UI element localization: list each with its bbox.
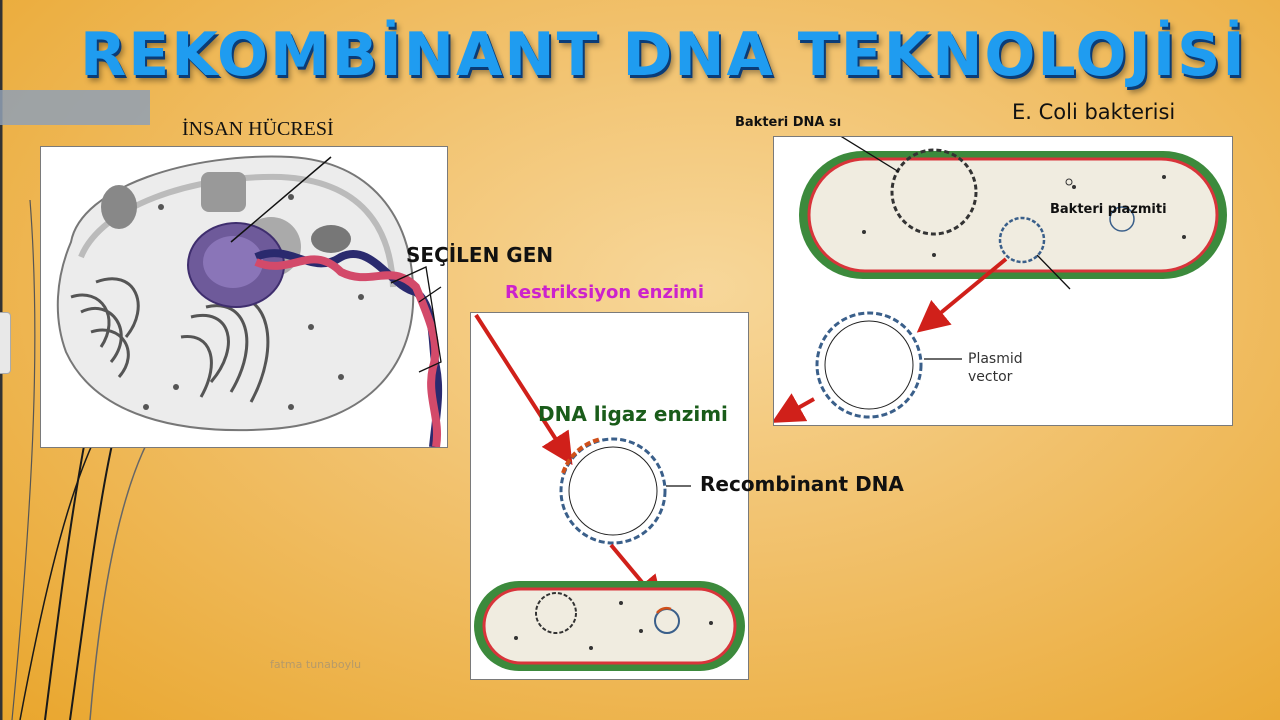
plasmid-vector-label-1: Plasmid	[968, 351, 1023, 367]
ligase-enzyme-label: DNA ligaz enzimi	[538, 402, 728, 426]
author-watermark: fatma tunaboylu	[270, 658, 362, 671]
bacterial-plasmid-label: Bakteri plazmiti	[1050, 202, 1167, 217]
bacterium-icon	[474, 581, 745, 671]
plasmid-vector-label-2: vector	[968, 369, 1013, 385]
recombinant-process-illustration	[474, 313, 745, 671]
ecoli-panel	[773, 136, 1233, 426]
restriction-enzyme-label: Restriksiyon enzimi	[505, 282, 705, 303]
plasmid-ring-icon	[559, 437, 667, 545]
human-cell-illustration	[56, 155, 443, 447]
recombinant-panel	[470, 312, 749, 680]
side-panel-handle[interactable]	[0, 312, 11, 374]
slide-title: REKOMBİNANT DNA TEKNOLOJİSİ	[80, 20, 1247, 90]
human-cell-panel	[40, 146, 448, 448]
ecoli-label: E. Coli bakterisi	[1012, 100, 1176, 124]
selected-gene-label: SEÇİLEN GEN	[406, 243, 554, 267]
ecoli-illustration	[774, 137, 1227, 423]
human-cell-label: İNSAN HÜCRESİ	[182, 118, 334, 140]
dna-helix-icon	[254, 249, 443, 447]
recombinant-dna-label: Recombinant DNA	[700, 472, 904, 496]
bacterial-dna-label: Bakteri DNA sı	[735, 115, 842, 130]
